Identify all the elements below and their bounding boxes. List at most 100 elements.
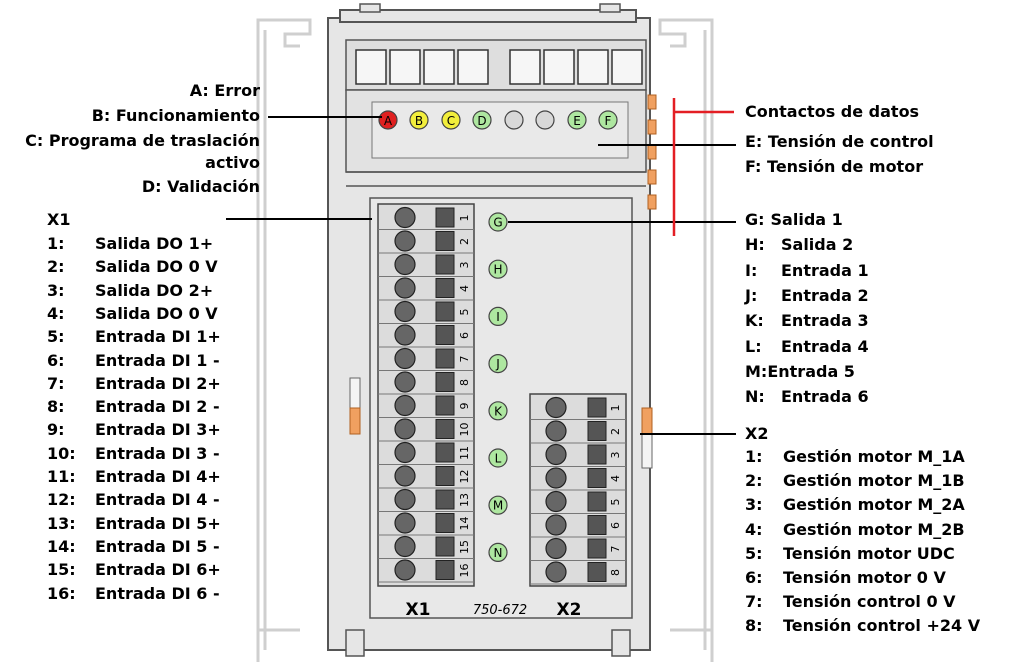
x2-terminal: 5 xyxy=(530,490,626,514)
data-contact xyxy=(647,144,657,160)
x1-pin-number: 10 xyxy=(458,423,471,437)
x1-item-number: 10: xyxy=(47,443,76,463)
terminal-slot xyxy=(435,489,455,510)
release-button xyxy=(577,49,609,85)
x1-terminal: 16 xyxy=(378,559,474,583)
terminal-slot xyxy=(435,231,455,251)
x2-pin-number: 7 xyxy=(609,546,622,553)
x2-list-item: 8:Tensión control +24 V xyxy=(745,616,980,636)
x1-item-text: Entrada DI 3+ xyxy=(95,420,221,440)
status-led xyxy=(472,110,492,130)
x1-item-number: 16: xyxy=(47,583,76,603)
channel-list-item: K:Entrada 3 xyxy=(745,311,869,331)
label-c-programa: C: Programa de traslación xyxy=(25,131,260,150)
status-led xyxy=(504,110,524,130)
x1-item-text: Entrada DI 4+ xyxy=(95,467,221,486)
terminal-slot xyxy=(587,468,607,488)
x1-pin-number: 13 xyxy=(458,493,471,507)
status-led-letter: A xyxy=(384,114,393,128)
status-led-letter: C xyxy=(447,114,455,128)
terminal-slot xyxy=(435,278,455,298)
x1-list-item: 16:Entrada DI 6 - xyxy=(47,584,220,604)
x1-item-number: 11: xyxy=(47,467,76,486)
release-buttons xyxy=(355,49,643,85)
x2-pin-number: 3 xyxy=(609,452,622,459)
x1-list-item: 4:Salida DO 0 V xyxy=(47,304,218,324)
x2-item-text: Gestión motor M_1A xyxy=(783,447,965,466)
x2-item-text: Gestión motor M_2B xyxy=(783,519,965,539)
x1-pin-number: 12 xyxy=(458,470,471,484)
x1-pin-number: 14 xyxy=(458,517,471,531)
terminal-screw xyxy=(545,561,567,583)
terminal-slot xyxy=(587,515,607,535)
x1-pin-number: 9 xyxy=(458,403,471,410)
terminal-screw xyxy=(545,420,567,442)
x1-terminal: 1 xyxy=(378,206,474,230)
x1-item-text: Entrada DI 3 - xyxy=(95,443,220,463)
x1-pin-number: 2 xyxy=(458,238,471,245)
x2-item-number: 1: xyxy=(745,447,763,466)
x1-pin-number: 4 xyxy=(458,285,471,292)
status-led-letter: F xyxy=(605,114,612,128)
x2-terminal: 6 xyxy=(530,514,626,538)
leader-lines xyxy=(226,116,736,435)
x1-list-item: 5:Entrada DI 1+ xyxy=(47,327,221,347)
label-d-validacion: D: Validación xyxy=(141,177,260,196)
x2-item-number: 5: xyxy=(745,543,763,563)
terminal-screw xyxy=(545,514,567,536)
x2-connector-label: X2 xyxy=(557,600,582,620)
terminal-screw xyxy=(545,467,567,489)
x1-item-number: 1: xyxy=(47,234,65,253)
x1-item-number: 3: xyxy=(47,280,65,300)
x2-terminal: 7 xyxy=(530,537,626,561)
din-rail-frame xyxy=(256,18,714,662)
terminal-screw xyxy=(394,394,416,417)
terminal-screw xyxy=(545,490,567,513)
x2-item-number: 7: xyxy=(745,592,763,612)
channel-led-letter: M xyxy=(493,499,503,513)
channel-led xyxy=(488,212,508,232)
status-led-letter: D xyxy=(477,114,486,128)
terminal-screw xyxy=(545,443,567,466)
x1-terminal: 5 xyxy=(378,300,474,324)
channel-item-text: Entrada 1 xyxy=(781,260,869,280)
x2-pin-number: 8 xyxy=(609,569,622,576)
channel-item-letter: J: xyxy=(745,285,758,305)
terminal-slot xyxy=(435,254,455,275)
status-led xyxy=(598,110,618,130)
x1-item-number: 12: xyxy=(47,490,76,510)
x1-item-number: 6: xyxy=(47,350,65,370)
x2-item-number: 6: xyxy=(745,568,763,587)
x1-item-text: Entrada DI 1 - xyxy=(95,350,220,370)
terminal-slot xyxy=(435,513,455,533)
x1-pin-number: 7 xyxy=(458,356,471,363)
x2-terminal: 2 xyxy=(530,420,626,444)
x1-item-number: 2: xyxy=(47,257,65,277)
terminal-slot xyxy=(435,560,455,580)
channel-led xyxy=(488,401,508,421)
x1-list-item: 8:Entrada DI 2 - xyxy=(47,397,220,417)
x2-pin-number: 4 xyxy=(609,475,622,482)
terminal-slot xyxy=(435,419,455,439)
terminal-slot xyxy=(587,421,607,441)
terminal-slot xyxy=(435,466,455,486)
x1-terminal: 10 xyxy=(378,418,474,442)
x1-pin-number: 16 xyxy=(458,564,471,578)
x1-list-item: 1:Salida DO 1+ xyxy=(47,234,213,254)
channel-led xyxy=(488,354,508,374)
label-b-funcionamiento: B: Funcionamiento xyxy=(91,106,260,125)
x1-pin-number: 3 xyxy=(458,262,471,269)
data-contact xyxy=(647,169,657,185)
terminal-slot xyxy=(435,301,455,322)
x2-item-text: Tensión control 0 V xyxy=(783,592,956,612)
x1-item-number: 7: xyxy=(47,373,65,393)
x1-list-title: X1 xyxy=(47,210,71,229)
channel-led xyxy=(488,259,508,279)
channel-list-item: L:Entrada 4 xyxy=(745,337,869,357)
channel-led-letter: H xyxy=(493,263,502,277)
data-contact xyxy=(647,119,657,135)
channel-led-letter: L xyxy=(495,452,502,466)
terminal-screw xyxy=(545,537,567,560)
x2-list-item: 6:Tensión motor 0 V xyxy=(745,568,946,588)
